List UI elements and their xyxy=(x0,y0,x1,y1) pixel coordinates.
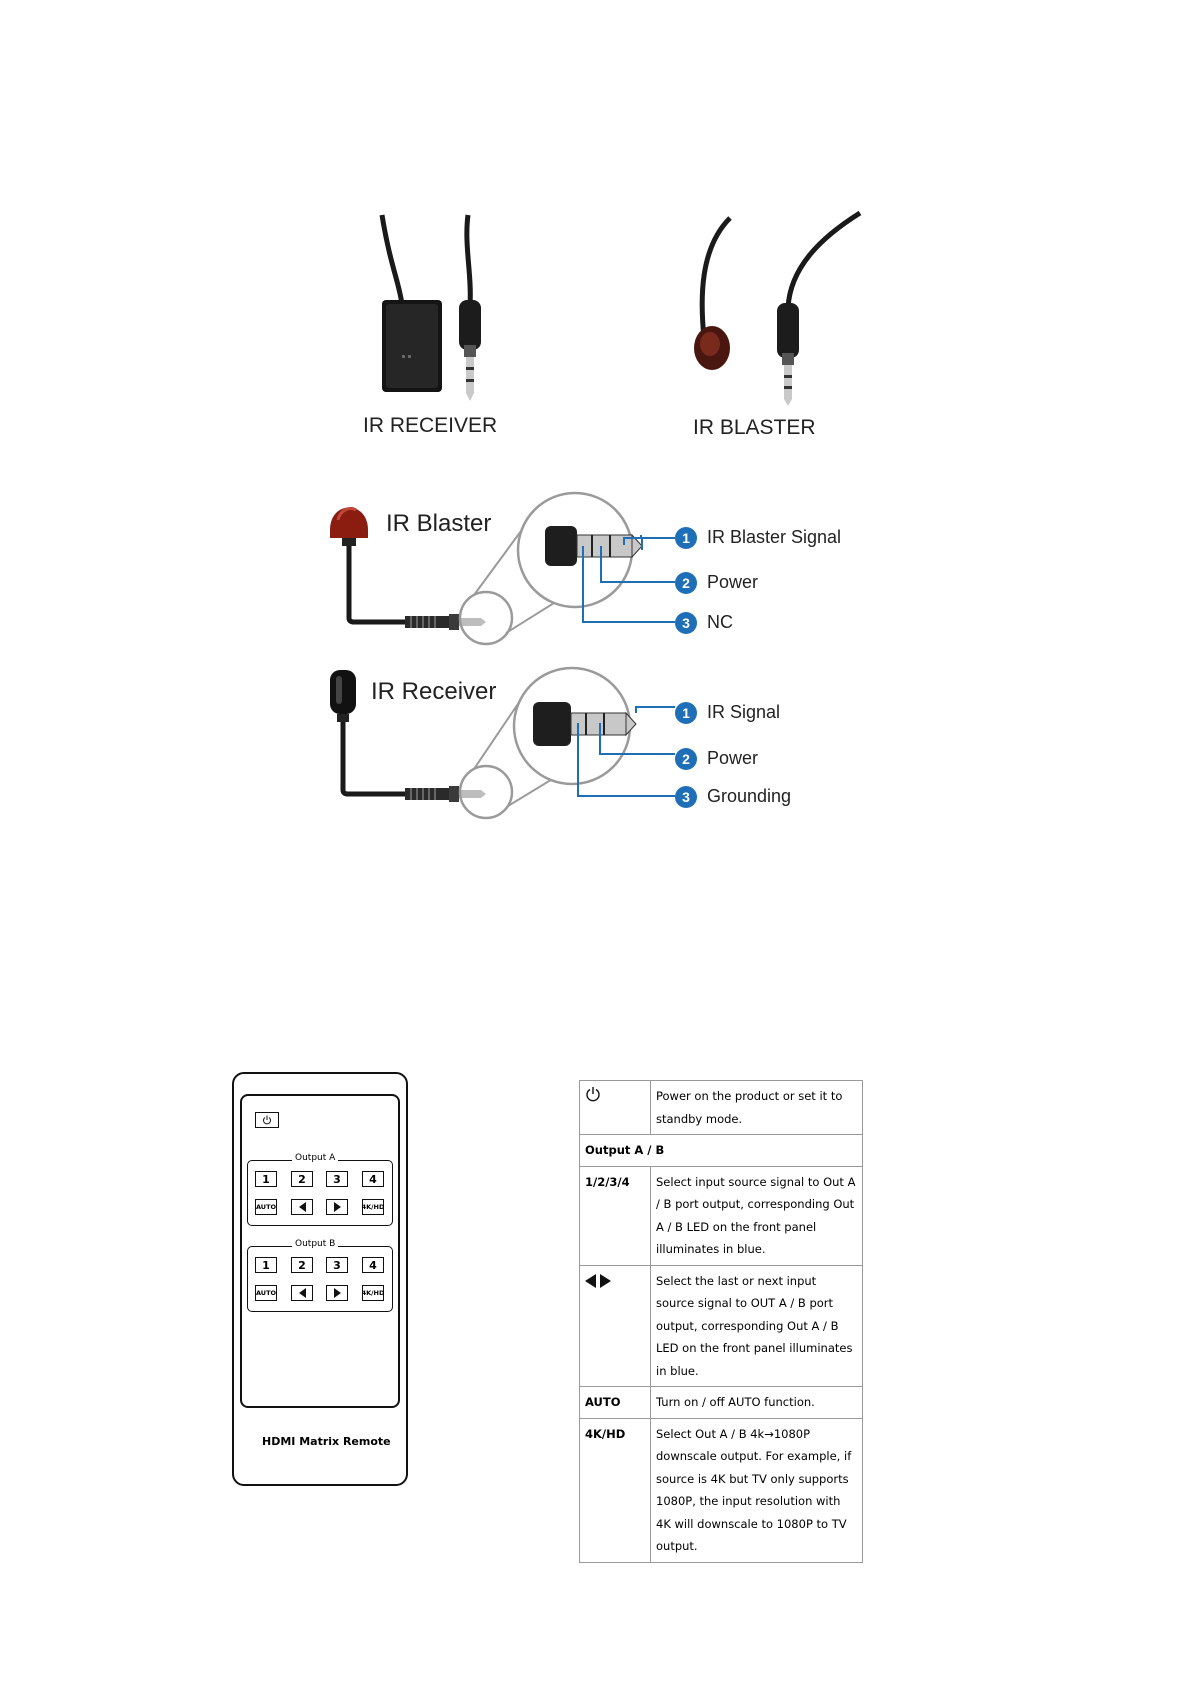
ir-receiver-pin-3-label: Grounding xyxy=(707,786,792,806)
table-key-cell: AUTO xyxy=(579,1386,651,1419)
table-row: Output A / B xyxy=(579,1134,863,1167)
table-key-cell xyxy=(579,1264,651,1387)
output-a-next-button[interactable] xyxy=(326,1199,348,1215)
ir-receiver-label: IR RECEIVER xyxy=(363,414,498,437)
triangle-left-icon xyxy=(298,1202,306,1212)
table-section-header: Output A / B xyxy=(579,1134,863,1167)
output-a-auto-button[interactable]: AUTO xyxy=(255,1199,277,1215)
ir-blaster-label: IR BLASTER xyxy=(693,416,816,439)
remote-body xyxy=(232,1072,408,1486)
table-row: Power on the product or set it to standb… xyxy=(579,1080,863,1135)
arrow-left-right-icon xyxy=(585,1273,611,1288)
output-b-button-2[interactable]: 2 xyxy=(291,1257,313,1273)
ir-receiver-pin-2-badge: 2 xyxy=(675,748,697,770)
output-a-4khd-button[interactable]: 4K/HD xyxy=(362,1199,384,1215)
table-desc-cell: Turn on / off AUTO function. xyxy=(650,1386,863,1419)
output-a-group xyxy=(247,1160,393,1226)
output-b-button-3[interactable]: 3 xyxy=(326,1257,348,1273)
remote-power-button[interactable] xyxy=(255,1112,279,1128)
power-icon xyxy=(263,1115,271,1125)
table-desc-cell: Select the last or next input source sig… xyxy=(650,1264,863,1387)
output-a-button-2[interactable]: 2 xyxy=(291,1171,313,1187)
triangle-right-icon xyxy=(333,1202,341,1212)
ir-blaster-pin-3-badge: 3 xyxy=(675,612,697,634)
table-desc-cell: Select input source signal to Out A / B … xyxy=(650,1165,863,1266)
output-b-next-button[interactable] xyxy=(326,1285,348,1301)
table-desc-cell: Power on the product or set it to standb… xyxy=(650,1080,863,1135)
triangle-right-icon xyxy=(333,1288,341,1298)
ir-blaster-leaders xyxy=(582,537,675,623)
output-b-button-4[interactable]: 4 xyxy=(362,1257,384,1273)
ir-blaster-pin-1-label: IR Blaster Signal xyxy=(707,527,842,547)
ir-blaster-pin-2-badge: 2 xyxy=(675,572,697,594)
ir-blaster-photo xyxy=(694,210,862,406)
remote-button-panel xyxy=(240,1094,400,1408)
table-desc-cell: Select Out A / B 4k→1080P downscale outp… xyxy=(650,1417,863,1563)
table-row: 4K/HD Select Out A / B 4k→1080P downscal… xyxy=(579,1417,863,1563)
ir-receiver-leaders xyxy=(577,706,675,797)
output-a-button-1[interactable]: 1 xyxy=(255,1171,277,1187)
output-b-group xyxy=(247,1246,393,1312)
ir-blaster-pin-1-badge: 1 xyxy=(675,527,697,549)
table-key-cell xyxy=(579,1080,651,1135)
table-key-cell: 4K/HD xyxy=(579,1417,651,1563)
ir-receiver-pin-3-badge: 3 xyxy=(675,786,697,808)
table-key-cell: 1/2/3/4 xyxy=(579,1165,651,1266)
output-a-button-3[interactable]: 3 xyxy=(326,1171,348,1187)
output-b-label: Output B xyxy=(292,1239,339,1249)
ir-receiver-photo xyxy=(379,214,481,401)
ir-receiver-diagram xyxy=(330,666,637,820)
output-a-prev-button[interactable] xyxy=(291,1199,313,1215)
table-row: 1/2/3/4 Select input source signal to Ou… xyxy=(579,1165,863,1266)
ir-blaster-diagram xyxy=(330,491,643,646)
output-b-4khd-button[interactable]: 4K/HD xyxy=(362,1285,384,1301)
output-a-button-4[interactable]: 4 xyxy=(362,1171,384,1187)
ir-receiver-pin-1-badge: 1 xyxy=(675,702,697,724)
table-row: AUTO Turn on / off AUTO function. xyxy=(579,1386,863,1419)
power-icon xyxy=(586,1087,600,1102)
triangle-left-icon xyxy=(298,1288,306,1298)
ir-blaster-pin-2-label: Power xyxy=(707,572,759,592)
output-a-label: Output A xyxy=(292,1153,339,1163)
output-b-prev-button[interactable] xyxy=(291,1285,313,1301)
ir-receiver-pin-1-label: IR Signal xyxy=(707,702,781,722)
ir-blaster-title: IR Blaster xyxy=(386,510,492,537)
table-row: Select the last or next input source sig… xyxy=(579,1264,863,1387)
ir-receiver-title: IR Receiver xyxy=(371,678,497,705)
ir-blaster-pin-3-label: NC xyxy=(707,612,733,632)
output-b-auto-button[interactable]: AUTO xyxy=(255,1285,277,1301)
ir-receiver-pin-2-label: Power xyxy=(707,748,759,768)
remote-name: HDMI Matrix Remote xyxy=(262,1435,391,1448)
output-b-button-1[interactable]: 1 xyxy=(255,1257,277,1273)
remote-key-table: Power on the product or set it to standb… xyxy=(579,1080,863,1563)
